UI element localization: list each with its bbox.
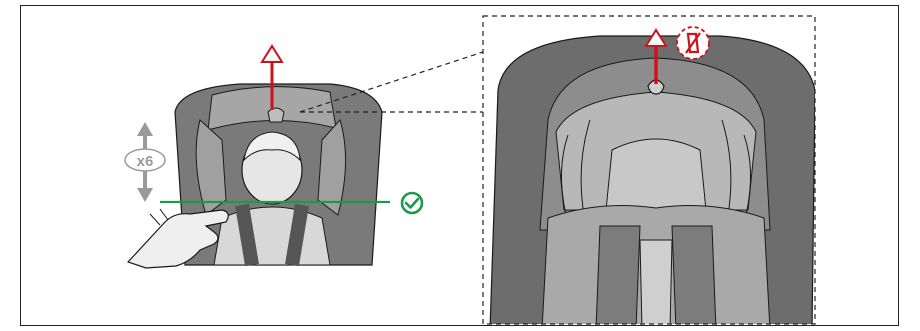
zoom-detail — [483, 16, 815, 330]
check-circle-icon — [402, 193, 422, 213]
height-settings-count: x6 — [137, 153, 154, 170]
car-seat-left — [128, 84, 382, 268]
warning-prohibited-icon — [677, 27, 709, 59]
